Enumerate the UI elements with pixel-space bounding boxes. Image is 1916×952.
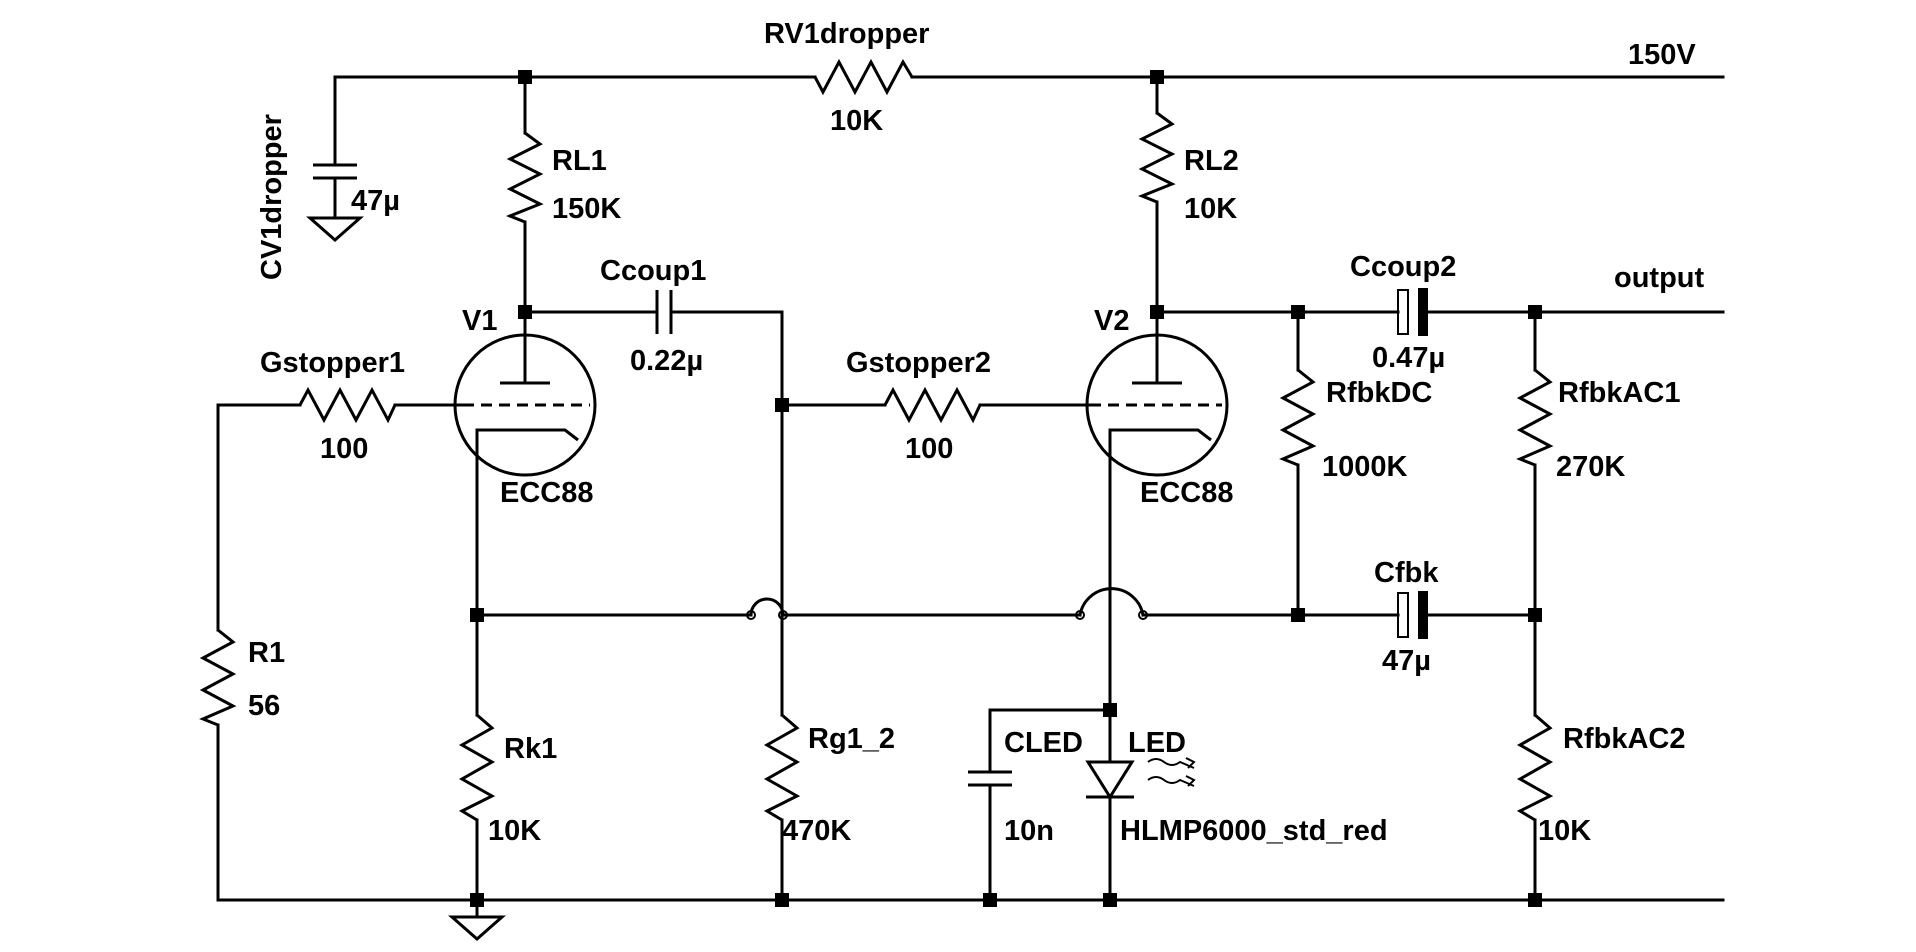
rfbkdc-value: 1000K [1322,451,1408,483]
rg1_2-name: Rg1_2 [808,723,895,755]
cfbk-value: 47µ [1382,645,1431,677]
rv1dropper-value: 10K [830,105,883,137]
resistor-rl2 [1137,111,1176,204]
gstopper2-name: Gstopper2 [846,347,991,379]
rfbkac1-value: 270K [1556,451,1625,483]
resistor-rg1_2 [763,713,801,822]
led-diode [1085,757,1196,800]
capacitors [313,163,1428,787]
v1-value: ECC88 [500,477,594,509]
net-label-supply: 150V [1628,39,1696,71]
light-emission-icon [1147,757,1196,769]
v2-name: V2 [1094,305,1129,337]
cv1dropper-value: 47µ [351,185,400,217]
resistor-r1 [199,628,237,727]
triode-v1 [453,333,597,477]
resistor-rfbkac2 [1516,713,1554,822]
net-label-output: output [1614,262,1705,294]
rfbkac2-value: 10K [1538,815,1591,847]
r1-name: R1 [248,637,285,669]
triode-v2 [1085,333,1229,477]
resistor-rv1dropper [813,58,914,96]
resistor-rfbkdc [1279,368,1317,467]
resistor-rfbkac1 [1516,368,1554,467]
ground-cv1dropper [306,216,364,242]
rl2-name: RL2 [1184,145,1239,177]
rl1-name: RL1 [552,145,607,177]
resistor-rk1 [458,713,496,822]
capacitor-ccoup1 [655,290,673,334]
rv1dropper-name: RV1dropper [764,18,929,50]
capacitor-cled [968,770,1012,787]
ground-main [448,915,506,941]
gstopper1-value: 100 [320,433,368,465]
led-name: LED [1128,727,1186,759]
cv1dropper-name: CV1dropper [256,114,288,280]
resistor-gstopper2 [883,386,982,424]
ccoup1-name: Ccoup1 [600,255,706,287]
ccoup1-value: 0.22µ [630,345,703,377]
rk1-name: Rk1 [504,733,557,765]
rl1-value: 150K [552,193,621,225]
wires [216,75,1725,919]
rfbkac1-name: RfbkAC1 [1558,377,1680,409]
ccoup2-value: 0.47µ [1372,342,1445,374]
rk1-value: 10K [488,815,541,847]
rl2-value: 10K [1184,193,1237,225]
r1-value: 56 [248,690,280,722]
capacitor-cfbk [1397,591,1428,639]
ccoup2-name: Ccoup2 [1350,251,1456,283]
resistor-gstopper1 [298,386,397,424]
rg1_2-value: 470K [782,815,851,847]
v1-name: V1 [462,305,497,337]
led-value: HLMP6000_std_red [1120,815,1388,847]
resistor-rl1 [505,131,544,224]
resistors [199,58,1554,822]
v2-value: ECC88 [1140,477,1234,509]
labels: 150V output RV1dropper 10K CV1dropper 47… [248,18,1705,847]
cfbk-name: Cfbk [1374,557,1439,589]
cled-value: 10n [1004,815,1054,847]
capacitor-cv1dropper [313,163,357,180]
cled-name: CLED [1004,727,1083,759]
junctions [470,70,1542,907]
gstopper1-name: Gstopper1 [260,347,405,379]
rfbkac2-name: RfbkAC2 [1563,723,1685,755]
rfbkdc-name: RfbkDC [1326,377,1432,409]
gstopper2-value: 100 [905,433,953,465]
capacitor-ccoup2 [1397,288,1428,336]
